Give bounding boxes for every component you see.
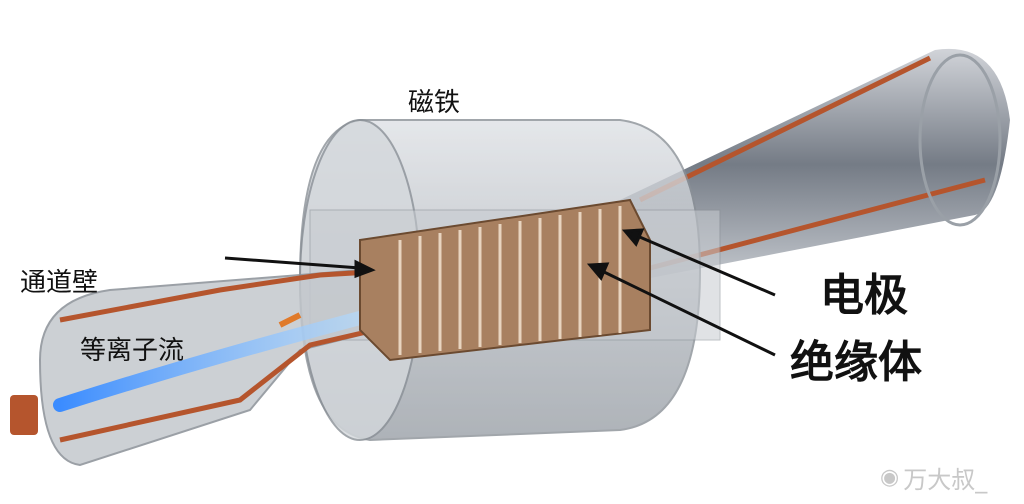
label-insulator: 绝缘体 xyxy=(790,337,922,388)
label-plasma-flow: 等离子流 xyxy=(80,336,185,366)
label-channel-wall: 通道壁 xyxy=(20,268,99,298)
watermark-text: 万大叔_ xyxy=(903,466,988,494)
channel-chamber xyxy=(10,268,397,467)
watermark: ◉ 万大叔_ xyxy=(880,460,987,495)
weibo-icon: ◉ xyxy=(880,465,900,490)
label-electrode: 电极 xyxy=(820,270,908,321)
pointer-arrows xyxy=(224,228,776,357)
label-magnet: 磁铁 xyxy=(408,88,461,118)
plasma-beam xyxy=(53,303,397,412)
electrode-stack xyxy=(359,198,651,362)
